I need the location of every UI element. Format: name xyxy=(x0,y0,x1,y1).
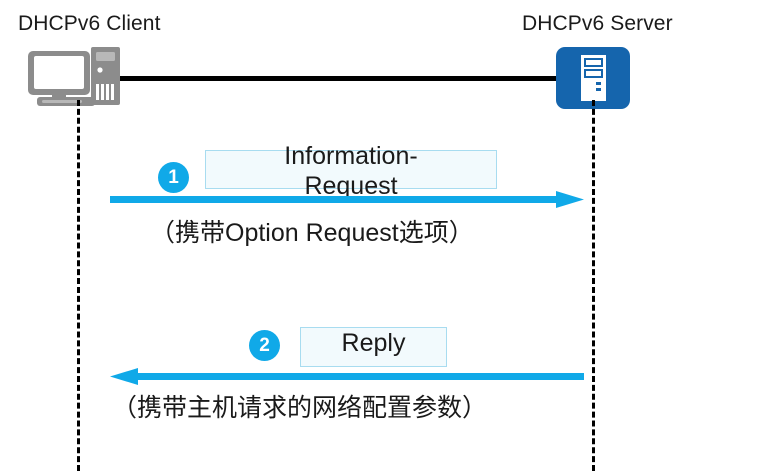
network-link-line xyxy=(108,76,568,81)
message-arrow-2-left xyxy=(108,367,584,387)
message-arrow-1-right xyxy=(110,190,584,210)
client-lifeline xyxy=(77,100,80,471)
message-label-1-line2: Request xyxy=(304,171,398,200)
message-note-2: （携带主机请求的网络配置参数） xyxy=(112,394,488,422)
message-label-1: Information- Request xyxy=(205,142,497,201)
server-lifeline xyxy=(592,100,595,471)
message-box-1 xyxy=(205,150,497,189)
message-label-1-line1: Information- xyxy=(284,142,418,170)
message-step-badge-1: 1 xyxy=(158,162,189,193)
message-label-2: Reply xyxy=(300,329,447,359)
server-rack-icon xyxy=(556,47,630,109)
message-step-badge-2: 2 xyxy=(249,330,280,361)
client-node-label: DHCPv6 Client xyxy=(18,12,161,35)
message-note-1: （携带Option Request选项） xyxy=(150,219,474,247)
message-box-2 xyxy=(300,327,447,367)
server-node-label: DHCPv6 Server xyxy=(522,12,673,35)
message-label-2-line1: Reply xyxy=(341,329,406,357)
desktop-computer-icon xyxy=(28,47,128,109)
